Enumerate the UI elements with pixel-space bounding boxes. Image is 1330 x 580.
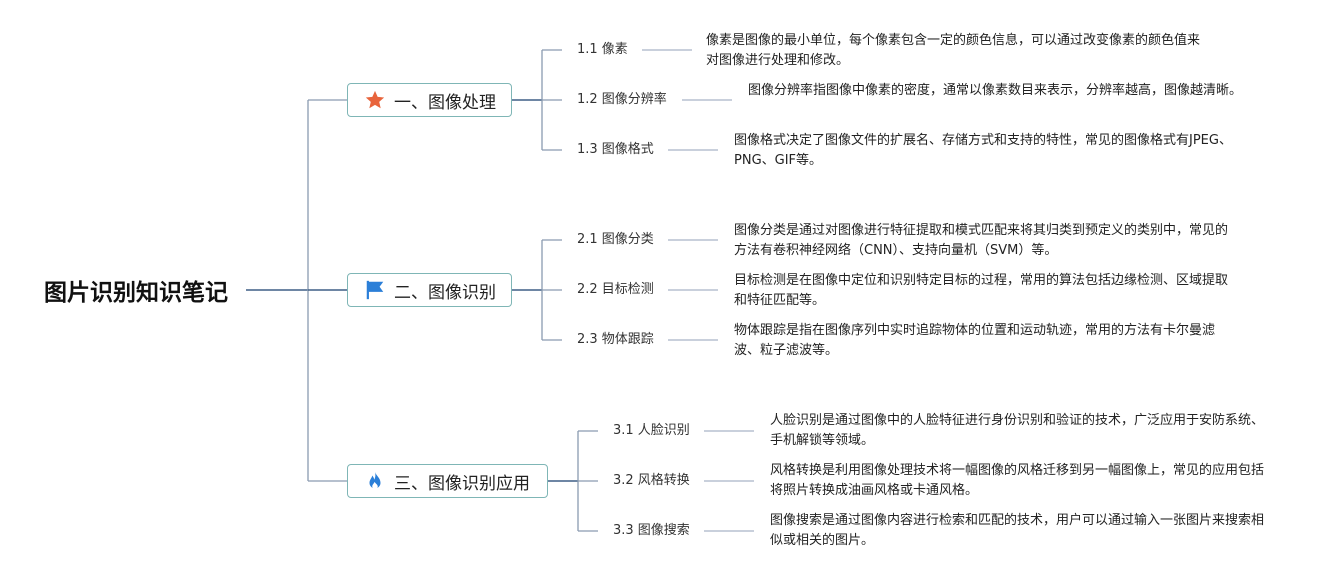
branch-node-recognition-applications[interactable]: 三、图像识别应用 [347, 464, 548, 498]
branch-node-image-processing[interactable]: 一、图像处理 [347, 83, 512, 117]
topic-description: 像素是图像的最小单位，每个像素包含一定的颜色信息，可以通过改变像素的颜色值来对图… [706, 33, 1201, 68]
branch-node-image-recognition[interactable]: 二、图像识别 [347, 273, 512, 307]
topic-description: 图像搜索是通过图像内容进行检索和匹配的技术，用户可以通过输入一张图片来搜索相似或… [770, 513, 1265, 548]
topic-node[interactable]: 2.3 物体跟踪 [577, 332, 654, 347]
topic-description: 人脸识别是通过图像中的人脸特征进行身份识别和验证的技术，广泛应用于安防系统、手机… [770, 413, 1265, 448]
topic-description: 图像分类是通过对图像进行特征提取和模式匹配来将其归类到预定义的类别中，常见的方法… [734, 223, 1229, 258]
topic-description: 图像格式决定了图像文件的扩展名、存储方式和支持的特性，常见的图像格式有JPEG、… [734, 133, 1232, 168]
topic-node[interactable]: 1.1 像素 [577, 42, 628, 57]
topic-node[interactable]: 2.1 图像分类 [577, 232, 654, 247]
topic-node[interactable]: 3.1 人脸识别 [613, 423, 690, 438]
branch-label: 三、图像识别应用 [394, 473, 530, 494]
branch-label: 二、图像识别 [394, 282, 496, 303]
topic-node[interactable]: 3.3 图像搜索 [613, 523, 690, 538]
topic-description: 风格转换是利用图像处理技术将一幅图像的风格迁移到另一幅图像上，常见的应用包括将照… [770, 463, 1265, 498]
topic-description: 物体跟踪是指在图像序列中实时追踪物体的位置和运动轨迹，常用的方法有卡尔曼滤波、粒… [734, 323, 1216, 358]
flag-icon [364, 279, 386, 301]
flame-icon [364, 470, 386, 492]
root-title: 图片识别知识笔记 [44, 280, 228, 306]
topic-node[interactable]: 3.2 风格转换 [613, 473, 690, 488]
topic-node[interactable]: 1.3 图像格式 [577, 142, 654, 157]
branch-label: 一、图像处理 [394, 92, 496, 113]
root-node[interactable]: 图片识别知识笔记 [26, 268, 246, 312]
topic-node[interactable]: 1.2 图像分辨率 [577, 92, 667, 107]
topic-node[interactable]: 2.2 目标检测 [577, 282, 654, 297]
topic-description: 图像分辨率指图像中像素的密度，通常以像素数目来表示，分辨率越高，图像越清晰。 [748, 83, 1243, 98]
topic-description: 目标检测是在图像中定位和识别特定目标的过程，常用的算法包括边缘检测、区域提取和特… [734, 273, 1229, 308]
star-icon [364, 89, 386, 111]
